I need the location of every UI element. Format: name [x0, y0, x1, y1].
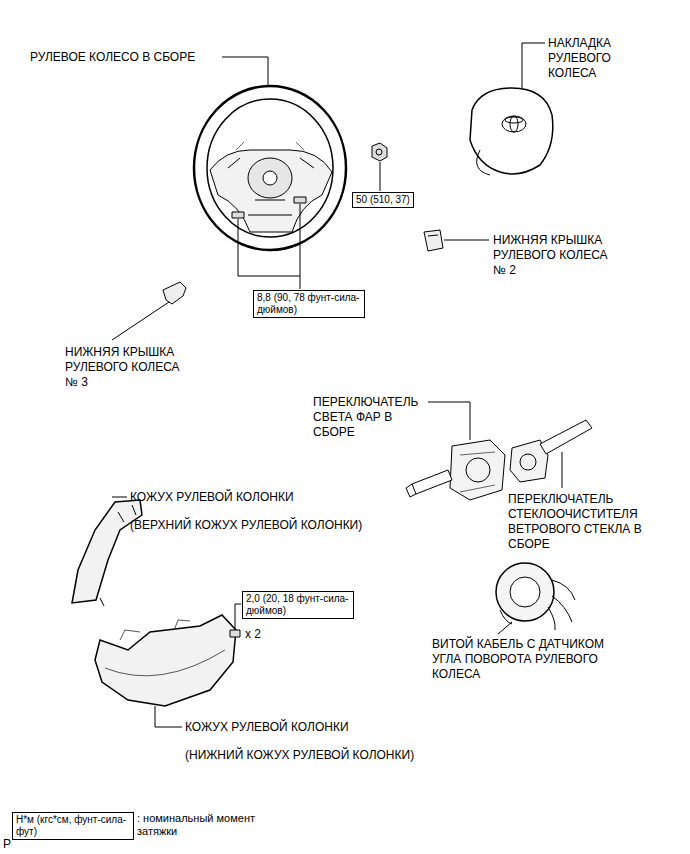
part-label: x 2 — [245, 627, 261, 642]
pad-screw — [232, 197, 306, 218]
part-label: НИЖНЯЯ КРЫШКА РУЛЕВОГО КОЛЕСА № 2 — [493, 233, 618, 278]
part-label: P — [3, 837, 11, 852]
torque-value: 50 (510, 37) — [356, 194, 410, 206]
wiper-switch — [510, 420, 592, 482]
torque-box: 8,8 (90, 78 фунт-сила-дюймов) — [253, 290, 365, 318]
wheel-nut — [372, 143, 387, 161]
torque-box: Н*м (кгс*см, фунт-сила-фут) — [12, 812, 134, 840]
lower-column-cover — [95, 615, 236, 706]
torque-box: 2,0 (20, 18 фунт-сила-дюймов) — [242, 591, 354, 619]
leader-lines — [112, 43, 562, 727]
steering-wheel — [194, 86, 346, 250]
headlight-switch — [406, 440, 505, 500]
part-label: : номинальный момент затяжки — [137, 812, 257, 838]
part-label: НАКЛАДКА РУЛЕВОГО КОЛЕСА — [548, 36, 636, 81]
part-label: КОЖУХ РУЛЕВОЙ КОЛОНКИ — [185, 720, 349, 735]
torque-box: 50 (510, 37) — [352, 192, 414, 208]
lower-cover-3 — [163, 282, 186, 304]
upper-column-cover — [72, 500, 142, 606]
torque-value: 8,8 (90, 78 фунт-сила-дюймов) — [257, 292, 361, 316]
part-label: ВИТОЙ КАБЕЛЬ С ДАТЧИКОМ УГЛА ПОВОРОТА РУ… — [432, 637, 632, 682]
part-label: ПЕРЕКЛЮЧАТЕЛЬ СТЕКЛООЧИСТИТЕЛЯ ВЕТРОВОГО… — [508, 492, 653, 552]
torque-value: 2,0 (20, 18 фунт-сила-дюймов) — [246, 593, 350, 617]
spiral-cable — [496, 563, 575, 630]
steering-pad — [470, 88, 553, 175]
part-label: (НИЖНИЙ КОЖУХ РУЛЕВОЙ КОЛОНКИ) — [185, 748, 414, 763]
torque-value: Н*м (кгс*см, фунт-сила-фут) — [16, 814, 130, 838]
part-label: РУЛЕВОЕ КОЛЕСО В СБОРЕ — [30, 50, 195, 65]
part-label: (ВЕРХНИЙ КОЖУХ РУЛЕВОЙ КОЛОНКИ) — [130, 518, 362, 533]
cover-screw — [230, 630, 240, 637]
lower-cover-2 — [424, 230, 443, 251]
part-label: КОЖУХ РУЛЕВОЙ КОЛОНКИ — [130, 490, 294, 505]
part-label: ПЕРЕКЛЮЧАТЕЛЬ СВЕТА ФАР В СБОРЕ — [313, 395, 425, 440]
part-label: НИЖНЯЯ КРЫШКА РУЛЕВОГО КОЛЕСА № 3 — [65, 345, 190, 390]
